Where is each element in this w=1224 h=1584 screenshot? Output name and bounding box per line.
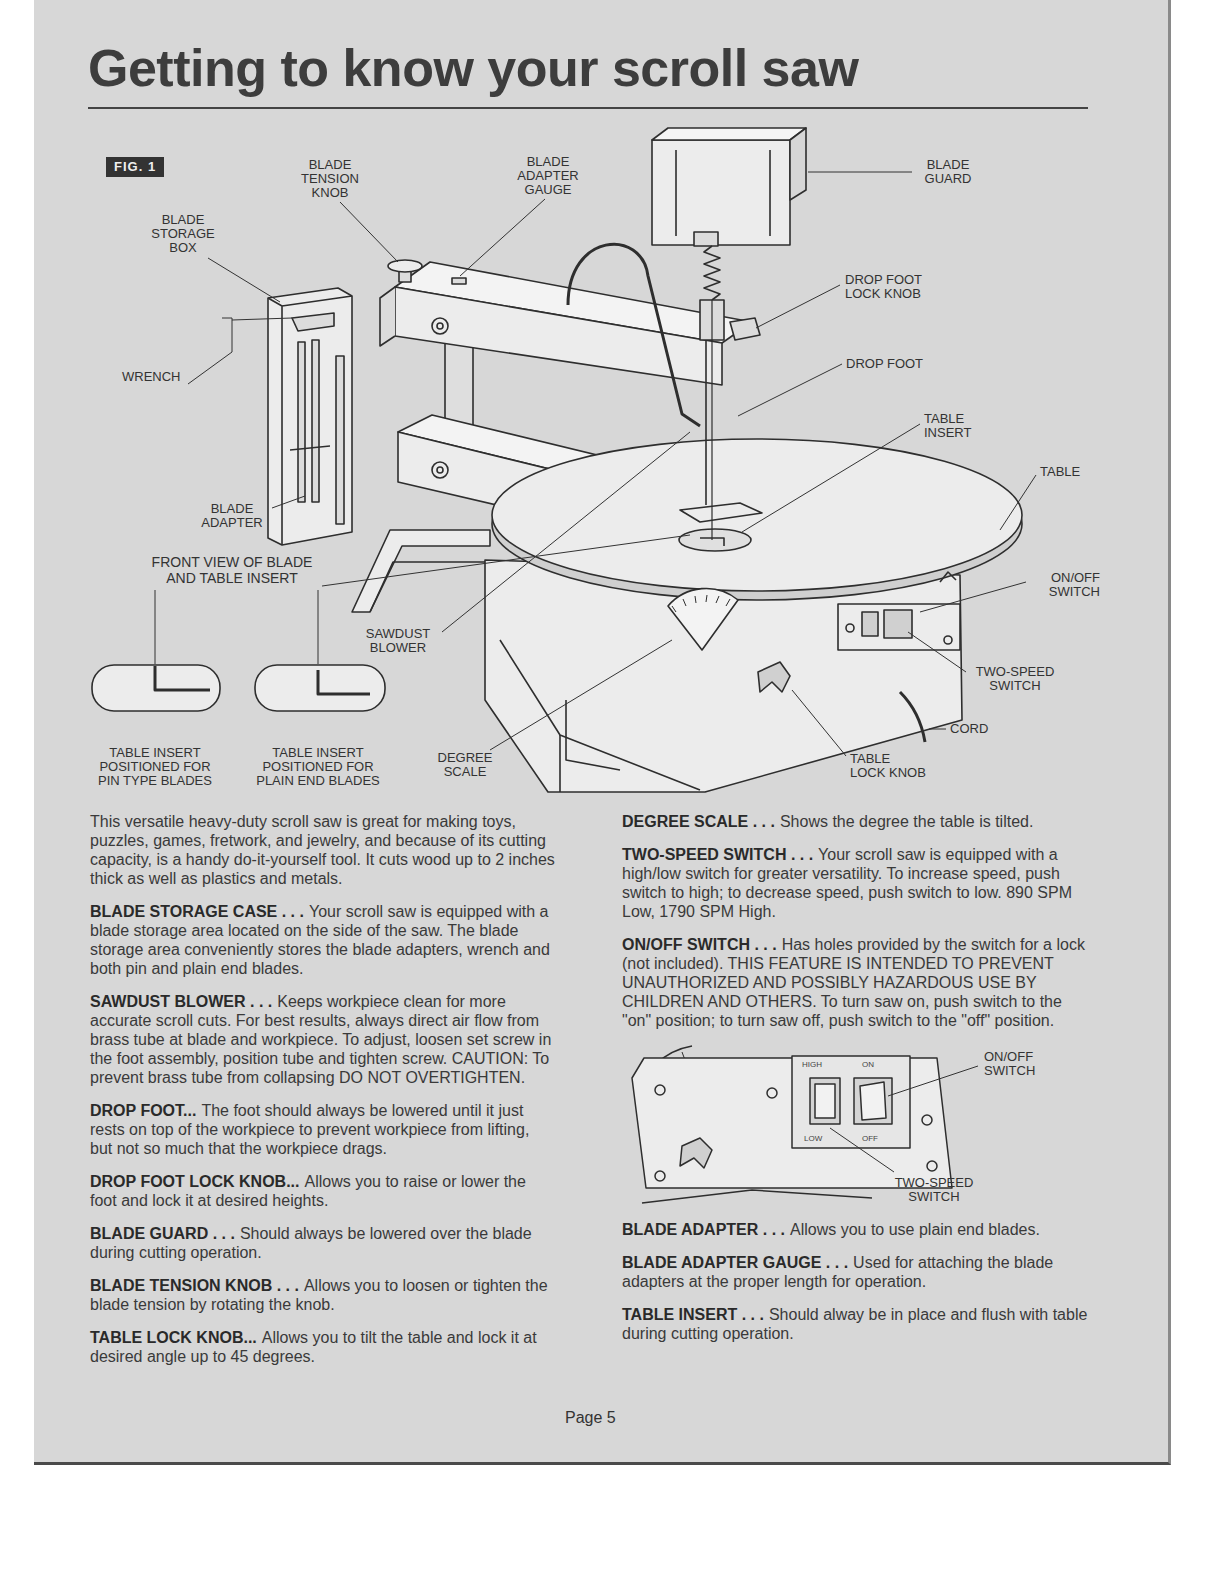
- switch-marking: ON: [862, 1060, 874, 1069]
- paragraph: ON/OFF SWITCH . . .Has holes provided by…: [622, 935, 1092, 1030]
- paragraph-text: This versatile heavy-duty scroll saw is …: [90, 813, 555, 887]
- paragraph: BLADE TENSION KNOB . . .Allows you to lo…: [90, 1276, 555, 1314]
- part-label: DROP FOOT: [846, 357, 946, 371]
- paragraph-heading: ON/OFF SWITCH . . .: [622, 936, 777, 953]
- part-label: BLADE TENSION KNOB: [294, 158, 366, 200]
- paragraph-heading: BLADE STORAGE CASE . . .: [90, 903, 304, 920]
- paragraph-heading: DEGREE SCALE . . .: [622, 813, 775, 830]
- paragraph: DEGREE SCALE . . . Shows the degree the t…: [622, 812, 1092, 831]
- paragraph-heading: DROP FOOT...: [90, 1102, 196, 1119]
- part-label: ON/OFF SWITCH: [1030, 571, 1100, 599]
- part-label: TABLE INSERT POSITIONED FOR PLAIN END BL…: [252, 746, 384, 788]
- paragraph-heading: BLADE TENSION KNOB . . .: [90, 1277, 299, 1294]
- paragraph: TWO-SPEED SWITCH . . .Your scroll saw is…: [622, 845, 1092, 921]
- part-label: DEGREE SCALE: [432, 751, 498, 779]
- paragraph: BLADE ADAPTER GAUGE . . .Used for attach…: [622, 1253, 1092, 1291]
- paragraph-text: Shows the degree the table is tilted.: [780, 813, 1034, 830]
- figure-tag: FIG. 1: [106, 157, 164, 177]
- paragraph-heading: TABLE INSERT . . .: [622, 1306, 764, 1323]
- part-label: BLADE GUARD: [918, 158, 978, 186]
- paragraph-heading: TABLE LOCK KNOB...: [90, 1329, 257, 1346]
- part-label: FRONT VIEW OF BLADE AND TABLE INSERT: [142, 554, 322, 586]
- part-label: BLADE ADAPTER: [196, 502, 268, 530]
- part-label: TABLE: [1040, 465, 1100, 479]
- part-label: TWO-SPEED SWITCH: [970, 665, 1060, 693]
- paragraph: BLADE GUARD . . .Should always be lowere…: [90, 1224, 555, 1262]
- part-label: BLADE ADAPTER GAUGE: [512, 155, 584, 197]
- part-label: TWO-SPEED SWITCH: [884, 1176, 984, 1204]
- part-label: TABLE INSERT: [924, 412, 984, 440]
- paragraph: SAWDUST BLOWER . . .Keeps workpiece clea…: [90, 992, 555, 1087]
- part-label: CORD: [950, 722, 1000, 736]
- page-title: Getting to know your scroll saw: [88, 38, 858, 98]
- paragraph-heading: BLADE GUARD . . .: [90, 1225, 235, 1242]
- part-label: BLADE STORAGE BOX: [146, 213, 220, 255]
- figure-number: FIG. 1: [114, 159, 156, 174]
- switch-marking: HIGH: [802, 1060, 822, 1069]
- paragraph: BLADE STORAGE CASE . . .Your scroll saw …: [90, 902, 555, 978]
- paragraph-heading: BLADE ADAPTER . . .: [622, 1221, 785, 1238]
- part-label: SAWDUST BLOWER: [358, 627, 438, 655]
- paragraph: DROP FOOT LOCK KNOB...Allows you to rais…: [90, 1172, 555, 1210]
- paragraph: BLADE ADAPTER . . . Allows you to use pla…: [622, 1220, 1092, 1239]
- paragraph: TABLE INSERT . . .Should alway be in pla…: [622, 1305, 1092, 1343]
- paragraph-heading: TWO-SPEED SWITCH . . .: [622, 846, 813, 863]
- paragraph: TABLE LOCK KNOB...Allows you to tilt the…: [90, 1328, 555, 1366]
- part-label: ON/OFF SWITCH: [984, 1050, 1064, 1078]
- paragraph-heading: BLADE ADAPTER GAUGE . . .: [622, 1254, 848, 1271]
- paragraph-text: Allows you to use plain end blades.: [790, 1221, 1040, 1238]
- page-number: Page 5: [565, 1408, 616, 1427]
- part-label: TABLE INSERT POSITIONED FOR PIN TYPE BLA…: [94, 746, 216, 788]
- paragraph-heading: DROP FOOT LOCK KNOB...: [90, 1173, 299, 1190]
- part-label: DROP FOOT LOCK KNOB: [845, 273, 935, 301]
- part-label: TABLE LOCK KNOB: [850, 752, 928, 780]
- switch-marking: OFF: [862, 1134, 878, 1143]
- paragraph: This versatile heavy-duty scroll saw is …: [90, 812, 555, 888]
- paragraph-heading: SAWDUST BLOWER . . .: [90, 993, 272, 1010]
- part-label: WRENCH: [122, 370, 197, 384]
- paragraph: DROP FOOT...The foot should always be lo…: [90, 1101, 555, 1158]
- switch-marking: LOW: [804, 1134, 822, 1143]
